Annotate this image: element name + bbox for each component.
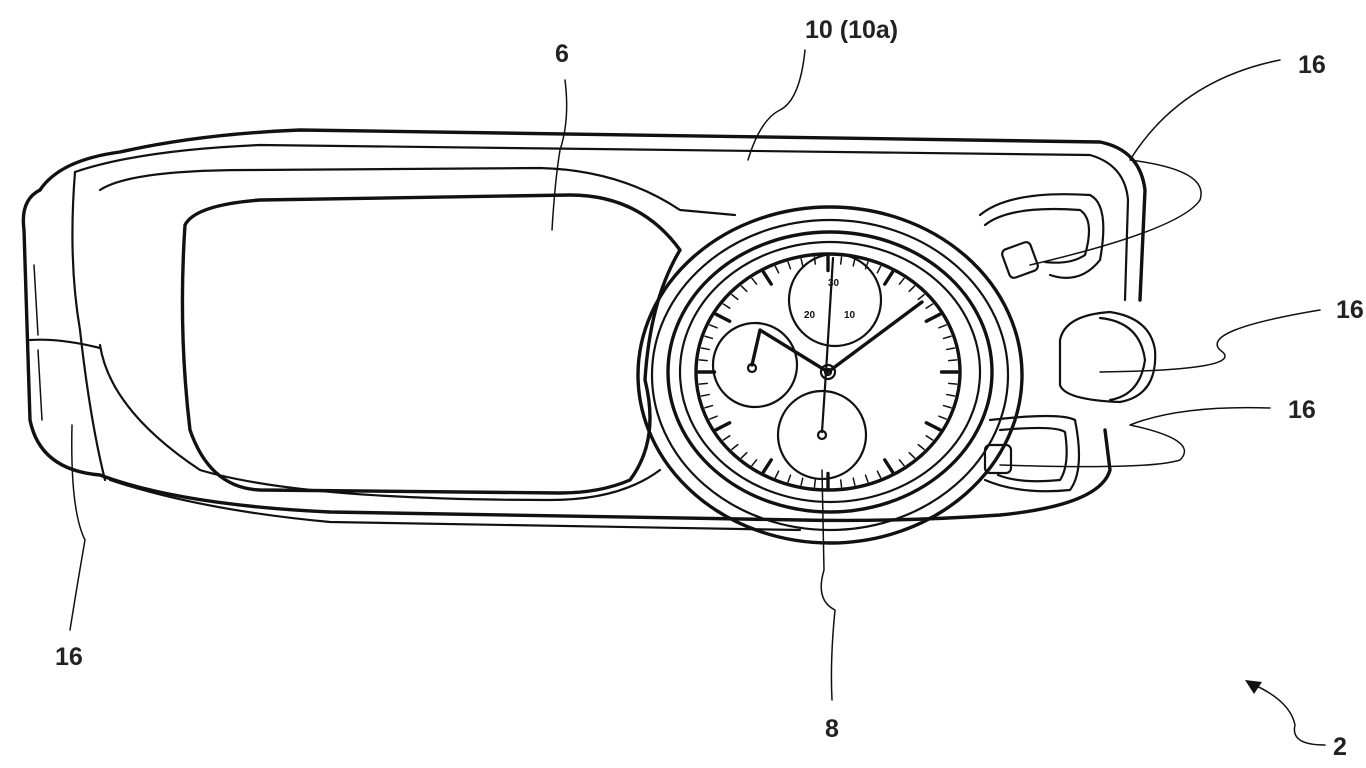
dial-tick xyxy=(883,270,895,286)
label-button-bottom: 16 xyxy=(1288,396,1316,424)
dial-tick xyxy=(751,459,758,467)
dial-tick xyxy=(946,393,956,397)
dial-tick xyxy=(839,479,843,488)
dial-tick xyxy=(761,270,773,286)
display-window xyxy=(180,193,682,495)
subdial-number-20: 20 xyxy=(804,310,816,321)
dial-tick xyxy=(948,382,958,385)
dial-tick xyxy=(938,324,947,329)
watch: 30 20 10 xyxy=(636,205,1024,545)
dial-tick xyxy=(942,404,952,409)
dial-tick xyxy=(924,421,942,432)
subdial-number-30: 30 xyxy=(828,278,840,289)
dial-tick xyxy=(787,261,792,270)
dial-tick xyxy=(924,312,942,323)
dial-tick xyxy=(709,324,718,329)
leader-lines xyxy=(69,49,1326,746)
dial-tick xyxy=(722,435,731,441)
dial-tick xyxy=(898,459,905,467)
dial-tick xyxy=(800,258,804,267)
dial-tick xyxy=(925,303,934,309)
dial-tick xyxy=(876,265,882,274)
label-device: 2 xyxy=(1333,733,1347,761)
dial-tick xyxy=(898,277,905,285)
dial-tick xyxy=(740,285,748,293)
dial-tick xyxy=(731,293,739,301)
dial-tick xyxy=(938,415,947,420)
dial-tick xyxy=(700,393,710,397)
dial-tick xyxy=(774,470,780,479)
dial-tick xyxy=(722,303,731,309)
dial-tick xyxy=(774,265,780,274)
dial-tick xyxy=(751,277,758,285)
dial-tick xyxy=(714,312,732,323)
arrow-icon xyxy=(1245,680,1262,694)
dial-tick xyxy=(698,359,708,362)
dial-tick xyxy=(908,285,916,293)
dial-tick xyxy=(761,458,773,474)
dial-tick xyxy=(704,404,714,409)
minute-hand xyxy=(826,300,924,374)
dial-tick xyxy=(731,443,739,451)
dial-tick xyxy=(698,382,708,385)
dial-tick xyxy=(908,451,916,459)
label-watch: 8 xyxy=(825,715,839,743)
dial-tick xyxy=(942,335,952,340)
dial-tick xyxy=(864,474,869,483)
dial-tick xyxy=(917,443,925,451)
dial-tick xyxy=(700,347,710,351)
dial-tick xyxy=(925,435,934,441)
label-button-middle: 16 xyxy=(1336,296,1364,324)
label-case: 10 (10a) xyxy=(805,16,898,44)
dial-tick xyxy=(740,451,748,459)
dial-tick xyxy=(800,477,804,486)
subdial-number-10: 10 xyxy=(844,310,856,321)
dial-tick xyxy=(876,470,882,479)
dial-tick xyxy=(839,256,843,265)
dial-tick xyxy=(948,359,958,362)
dial-ticks xyxy=(696,254,960,490)
label-display: 6 xyxy=(555,40,569,68)
dial-tick xyxy=(852,477,856,486)
device-case xyxy=(21,128,1147,532)
dial-tick xyxy=(787,474,792,483)
label-button-top: 16 xyxy=(1298,51,1326,79)
dial-tick xyxy=(813,479,817,488)
dial-tick xyxy=(946,347,956,351)
dial-tick xyxy=(917,293,925,301)
dial-tick xyxy=(883,458,895,474)
dial-tick xyxy=(709,415,718,420)
label-left-end: 16 xyxy=(55,643,83,671)
hour-hand xyxy=(750,328,830,374)
dial-tick xyxy=(714,421,732,432)
dial-tick xyxy=(704,335,714,340)
buttons xyxy=(978,193,1157,493)
dial-tick xyxy=(852,258,856,267)
